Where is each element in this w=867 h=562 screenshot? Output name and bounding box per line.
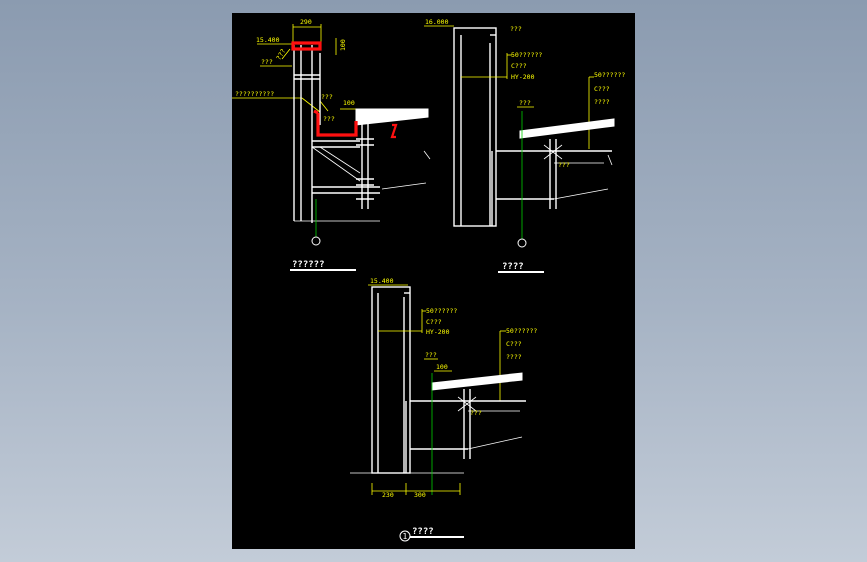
d3-title: ???? bbox=[412, 527, 434, 537]
d2-callout2-line3: ???? bbox=[594, 98, 610, 106]
d3-callout1-line2: C??? bbox=[426, 318, 442, 326]
d3-dim-right: 300 bbox=[414, 491, 426, 499]
d2-callout1-line2: C??? bbox=[511, 62, 527, 70]
d1-dim-small: 100 bbox=[343, 99, 355, 107]
d1-label-c: ??? bbox=[321, 93, 333, 101]
d2-roof-panel bbox=[519, 118, 615, 139]
d3-callout1-line1: 50?????? bbox=[426, 307, 457, 315]
d2-label-bottom: ??? bbox=[558, 161, 570, 169]
d3-marker-number: 1 bbox=[403, 532, 408, 541]
d1-label-e: ??? bbox=[323, 115, 335, 123]
d2-callout1-line1: 50?????? bbox=[511, 51, 542, 59]
d2-label-top: ??? bbox=[510, 25, 522, 33]
d2-title: ???? bbox=[502, 262, 524, 272]
detail-1: 290 15.400 100 ??? ??? ?????????? ??? 10… bbox=[232, 18, 431, 271]
d3-roof-panel bbox=[431, 372, 523, 391]
d1-gutter bbox=[316, 113, 358, 137]
d1-label-b: ??? bbox=[261, 58, 273, 66]
d3-dim-left: 230 bbox=[382, 491, 394, 499]
d2-axis-marker bbox=[517, 238, 527, 248]
d2-callout2-line2: C??? bbox=[594, 85, 610, 93]
detail-3: 15.400 50?????? C??? HY-200 50?????? C??… bbox=[350, 277, 537, 542]
d1-elevation: 15.400 bbox=[256, 36, 280, 44]
d1-label-a: ??? bbox=[275, 47, 288, 61]
d1-roof-panel bbox=[355, 108, 429, 126]
d1-parapet-cap bbox=[291, 41, 322, 51]
d3-label-small: ??? bbox=[425, 351, 437, 359]
d1-dim-side: 100 bbox=[339, 39, 347, 51]
d3-dim-small: 100 bbox=[436, 363, 448, 371]
d1-axis-marker bbox=[311, 236, 321, 246]
d1-dim-top: 290 bbox=[300, 18, 312, 26]
d3-callout2-line3: ???? bbox=[506, 353, 522, 361]
d1-label-d: ?????????? bbox=[235, 90, 274, 98]
d1-title: ?????? bbox=[292, 260, 325, 270]
detail-2: 16.000 ??? 50?????? C??? HY-200 50??????… bbox=[424, 18, 625, 273]
d2-elevation: 16.000 bbox=[425, 18, 449, 26]
d2-callout1-line3: HY-200 bbox=[511, 73, 535, 81]
d2-label-small: ??? bbox=[519, 99, 531, 107]
d3-callout2-line2: C??? bbox=[506, 340, 522, 348]
drawing-sheet: 290 15.400 100 ??? ??? ?????????? ??? 10… bbox=[232, 13, 635, 549]
cad-drawing: 290 15.400 100 ??? ??? ?????????? ??? 10… bbox=[232, 18, 625, 542]
d3-callout1-line3: HY-200 bbox=[426, 328, 450, 336]
d3-label-bottom: ??? bbox=[470, 409, 482, 417]
d3-callout2-line1: 50?????? bbox=[506, 327, 537, 335]
d2-callout2-line1: 50?????? bbox=[594, 71, 625, 79]
d3-elevation: 15.400 bbox=[370, 277, 394, 285]
